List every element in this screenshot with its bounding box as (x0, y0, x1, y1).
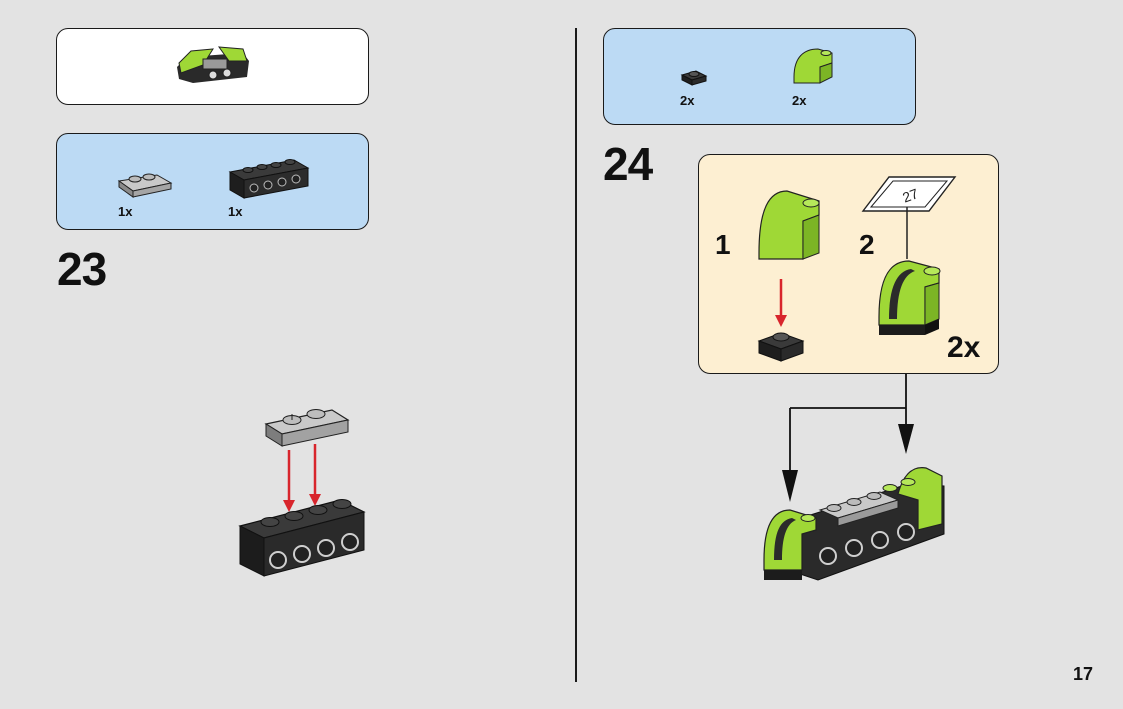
substep-2-illustration (878, 207, 941, 335)
part-qty: 2x (680, 93, 695, 108)
lime-curved-slope-icon (793, 48, 833, 84)
black-brick-1x4-with-side-studs-icon (228, 159, 310, 199)
step-number: 24 (603, 138, 653, 190)
page-number: 17 (1072, 664, 1093, 684)
substep-number: 2 (859, 229, 875, 260)
part-qty: 1x (228, 204, 243, 219)
substep-callout: 1 2 27 2x (698, 154, 999, 374)
parts-list-step-24: 2x 2x (603, 28, 916, 125)
step-24-assembly-illustration (763, 374, 945, 581)
substep-number: 1 (715, 229, 731, 260)
green-subassembly-icon (177, 46, 249, 83)
step-number: 23 (57, 243, 107, 295)
page-divider (575, 28, 577, 682)
black-plate-1x1-icon (680, 70, 708, 86)
multiplier-label: 2x (947, 331, 981, 364)
part-qty: 1x (118, 204, 133, 219)
step-23-assembly-illustration (238, 409, 366, 577)
sticker-label: 27 (900, 185, 920, 205)
gray-plate-1x2-icon (117, 173, 173, 198)
substep-1-illustration (757, 190, 820, 362)
subassembly-callout (56, 28, 369, 105)
sticker-icon: 27 (861, 176, 957, 212)
part-qty: 2x (792, 93, 807, 108)
parts-list-step-23: 1x 1x (56, 133, 369, 230)
